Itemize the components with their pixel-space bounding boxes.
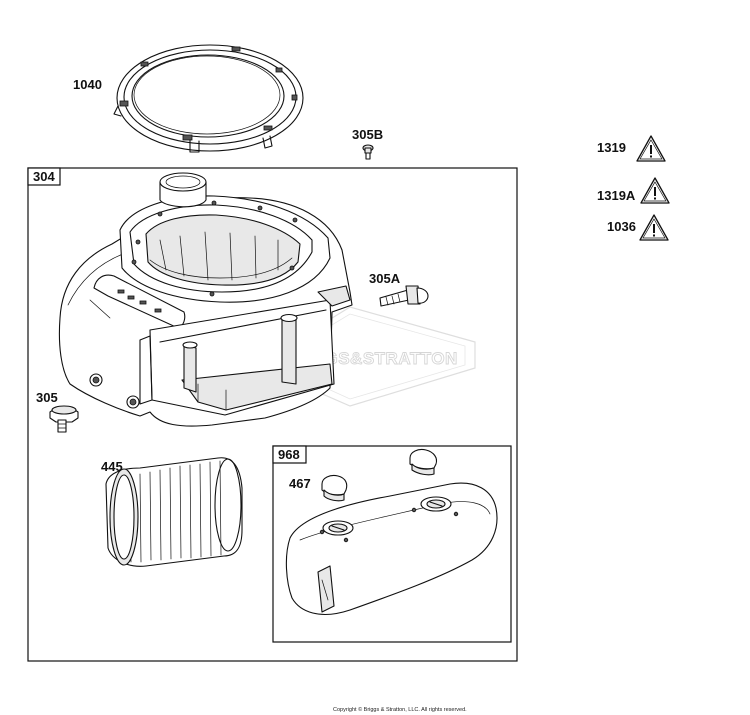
- warning-triangle-icon: [636, 135, 666, 162]
- part-label-1040[interactable]: 1040: [73, 77, 102, 92]
- warning-triangle-icon: [640, 177, 670, 204]
- part-label-305[interactable]: 305: [36, 390, 58, 405]
- warning-label-1319[interactable]: 1319: [597, 135, 666, 162]
- part-label-305A[interactable]: 305A: [369, 271, 401, 286]
- part-1040-ring[interactable]: [113, 44, 304, 153]
- part-305-screw[interactable]: [49, 405, 79, 433]
- part-label-305B[interactable]: 305B: [352, 127, 383, 142]
- part-467-knob-left[interactable]: [321, 474, 348, 502]
- part-label-467[interactable]: 467: [289, 476, 311, 491]
- part-label-1319A[interactable]: 1319A: [597, 188, 636, 203]
- part-445-air-filter[interactable]: [105, 457, 243, 567]
- warning-label-1036[interactable]: 1036: [607, 214, 669, 241]
- assembly-box-968: 968: [272, 445, 512, 643]
- part-305B-screw[interactable]: [362, 144, 374, 160]
- assembly-box-304: 304: [27, 167, 518, 662]
- part-label-445[interactable]: 445: [101, 459, 123, 474]
- blower-housing[interactable]: [58, 172, 353, 427]
- part-305A-bolt[interactable]: [379, 285, 429, 307]
- air-cleaner-cover[interactable]: [285, 482, 498, 615]
- warning-triangle-icon: [639, 214, 669, 241]
- part-label-1319[interactable]: 1319: [597, 140, 626, 155]
- part-467-knob-right[interactable]: [409, 448, 438, 476]
- box-label-304: 304: [33, 169, 55, 184]
- box-label-968: 968: [278, 447, 300, 462]
- warning-label-1319A[interactable]: 1319A: [597, 177, 670, 204]
- copyright-notice: Copyright © Briggs & Stratton, LLC. All …: [333, 706, 467, 713]
- part-label-1036[interactable]: 1036: [607, 219, 636, 234]
